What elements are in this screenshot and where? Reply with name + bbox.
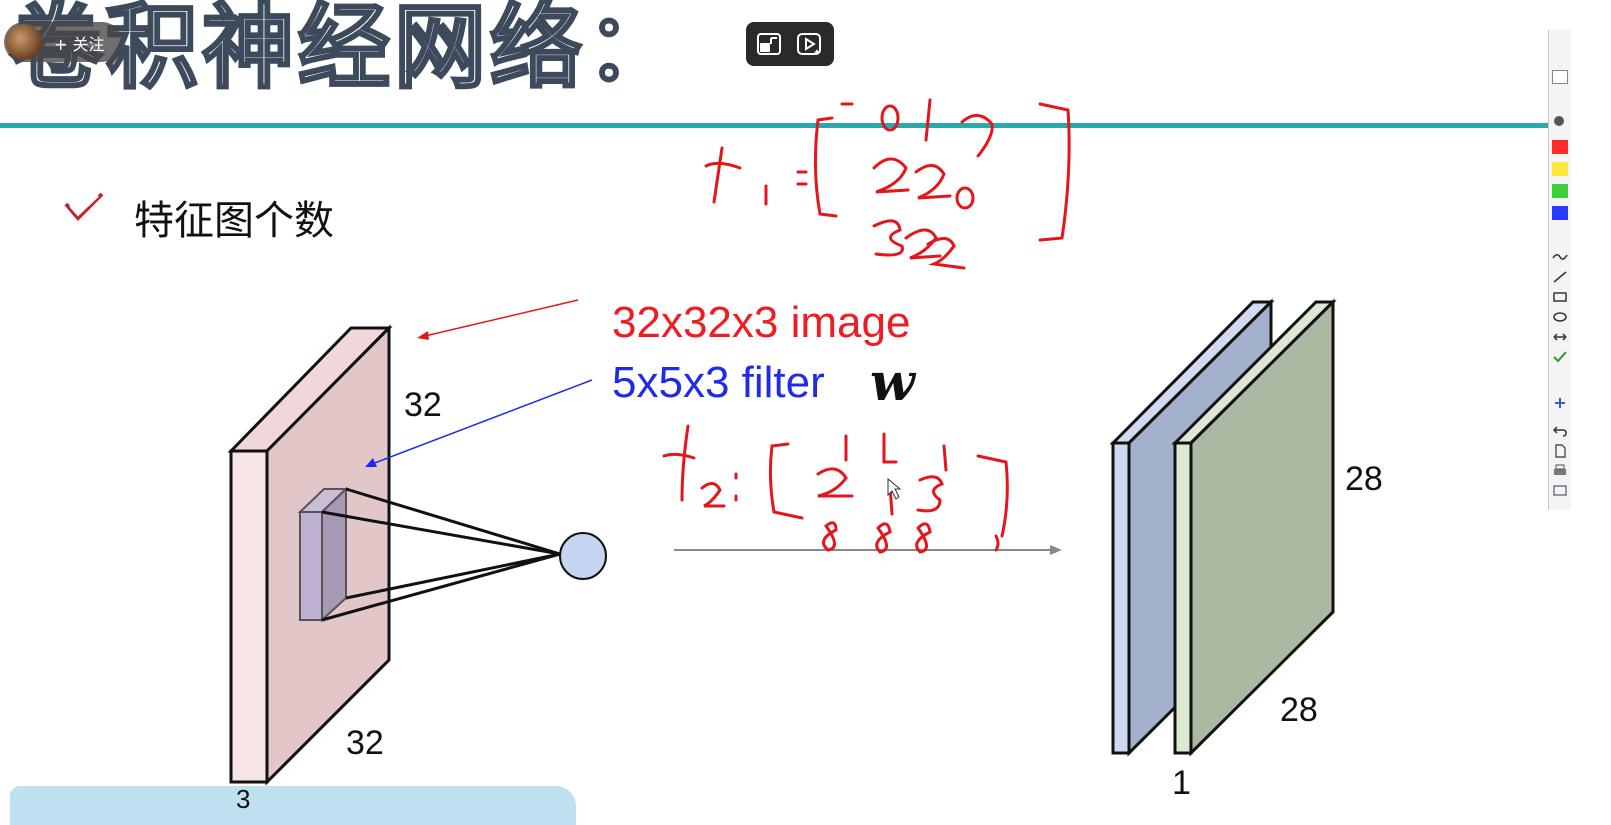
filter-pointer-arrow [365,379,593,467]
title-divider [0,123,1570,128]
output-width-label: 28 [1280,691,1318,729]
color-green[interactable] [1552,184,1568,198]
image-pointer-arrow [417,299,579,340]
follow-chip[interactable]: + 关注 [4,22,122,62]
dot-size-option[interactable] [1554,116,1564,126]
mouse-cursor [887,477,902,500]
bullet-text: 特征图个数 [134,198,334,244]
filter-weight-symbol: w [870,352,915,413]
output-neuron [559,532,607,580]
pip-icon[interactable] [756,32,782,56]
plus-icon[interactable] [1552,396,1568,410]
font-select[interactable] [1552,70,1568,84]
output-height-label: 28 [1345,460,1383,498]
activation-map-2 [1171,298,1337,757]
filter-size-label: 5x5x3 filter [612,358,825,407]
rect-icon[interactable] [1552,290,1568,304]
input-width-label: 32 [346,724,384,762]
transform-arrow [674,545,1062,555]
input-height-label: 32 [404,386,442,424]
avatar[interactable] [6,24,42,60]
color-blue[interactable] [1552,206,1568,220]
undo-icon[interactable] [1552,424,1568,438]
filter-connections [321,487,561,622]
input-depth-label: 3 [236,784,251,814]
color-yellow[interactable] [1552,162,1568,176]
output-depth-label: 1 [1172,764,1191,802]
checkmark-tool-icon[interactable] [1552,350,1568,364]
color-red[interactable] [1552,140,1568,154]
screen-icon[interactable] [1552,484,1568,498]
filter-block [297,486,349,623]
pen-icon[interactable] [1552,250,1568,264]
page-icon[interactable] [1552,444,1568,458]
handwritten-annotation-f2 [662,424,1009,554]
image-size-label: 32x32x3 image [612,298,911,347]
drawing-toolbar [1548,30,1571,510]
arrow-icon[interactable] [1552,330,1568,344]
ellipse-icon[interactable] [1552,310,1568,324]
print-icon[interactable] [1552,464,1568,478]
line-icon[interactable] [1552,270,1568,284]
video-controls [746,22,834,66]
ai-play-icon[interactable] [796,32,822,56]
handwritten-annotation-f1 [704,98,1071,270]
follow-button-label[interactable]: + 关注 [54,35,105,54]
check-icon [64,192,104,221]
bottom-overlay-strip [10,786,576,825]
